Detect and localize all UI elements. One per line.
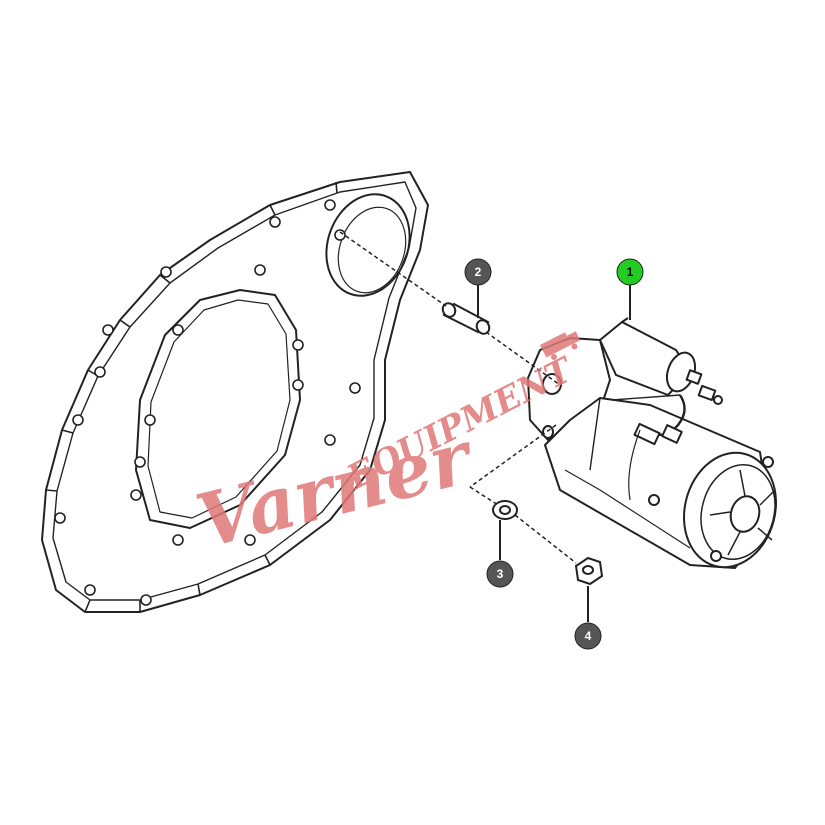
adapter-plate: [41, 171, 429, 613]
callout-3-label: 3: [497, 567, 504, 581]
nut: [574, 556, 604, 586]
callout-4-label: 4: [585, 629, 592, 643]
callout-1[interactable]: 1: [616, 258, 644, 320]
washer: [492, 500, 518, 520]
assembly-leader-lines: [339, 231, 577, 564]
callout-4[interactable]: 4: [574, 586, 602, 650]
dowel-pin: [441, 302, 491, 335]
watermark-truck-icon: [540, 331, 581, 360]
callout-3[interactable]: 3: [486, 520, 514, 588]
starter-motor: [527, 317, 777, 569]
callout-2-label: 2: [475, 265, 482, 279]
callout-1-label: 1: [627, 265, 634, 279]
plate-bolt-holes: [54, 199, 361, 606]
callout-2[interactable]: 2: [464, 258, 492, 318]
